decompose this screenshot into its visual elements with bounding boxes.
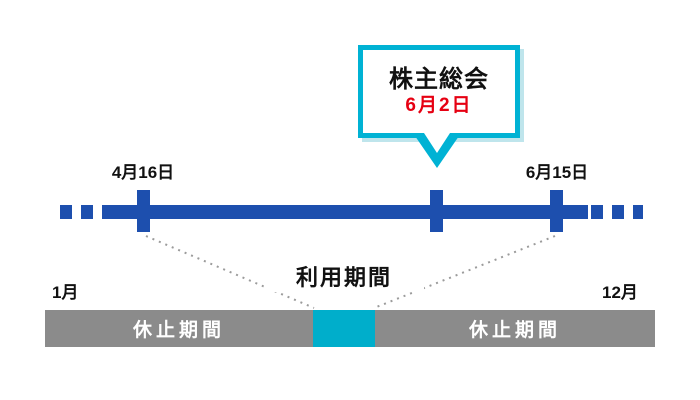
timeline-left-date-label: 4月16日 — [111, 163, 175, 182]
connector-line-right — [373, 235, 556, 309]
callout-bubble: 株主総会 6月2日 — [358, 45, 520, 138]
timeline-dashes-left — [60, 205, 112, 219]
suspension-period-right-segment: 休止期間 — [375, 310, 655, 347]
timeline-right-date-label: 6月15日 — [525, 163, 589, 182]
month-label-january: 1月 — [52, 283, 79, 302]
usage-period-label: 利用期間 — [264, 260, 424, 292]
timeline-tick-june15 — [550, 190, 563, 232]
month-label-december: 12月 — [602, 283, 638, 302]
timeline-dashes-right — [591, 205, 643, 219]
usage-period-segment — [313, 310, 375, 347]
timeline-bar — [112, 205, 588, 219]
timeline-tick-june2 — [430, 190, 443, 232]
callout-title: 株主総会 — [389, 66, 489, 93]
callout-pointer-inner — [424, 133, 450, 153]
connector-line-left — [145, 235, 315, 309]
suspension-period-left-segment: 休止期間 — [45, 310, 313, 347]
timeline-tick-april16 — [137, 190, 150, 232]
callout-date: 6月2日 — [405, 95, 473, 116]
period-bar: 休止期間 休止期間 — [45, 310, 655, 347]
